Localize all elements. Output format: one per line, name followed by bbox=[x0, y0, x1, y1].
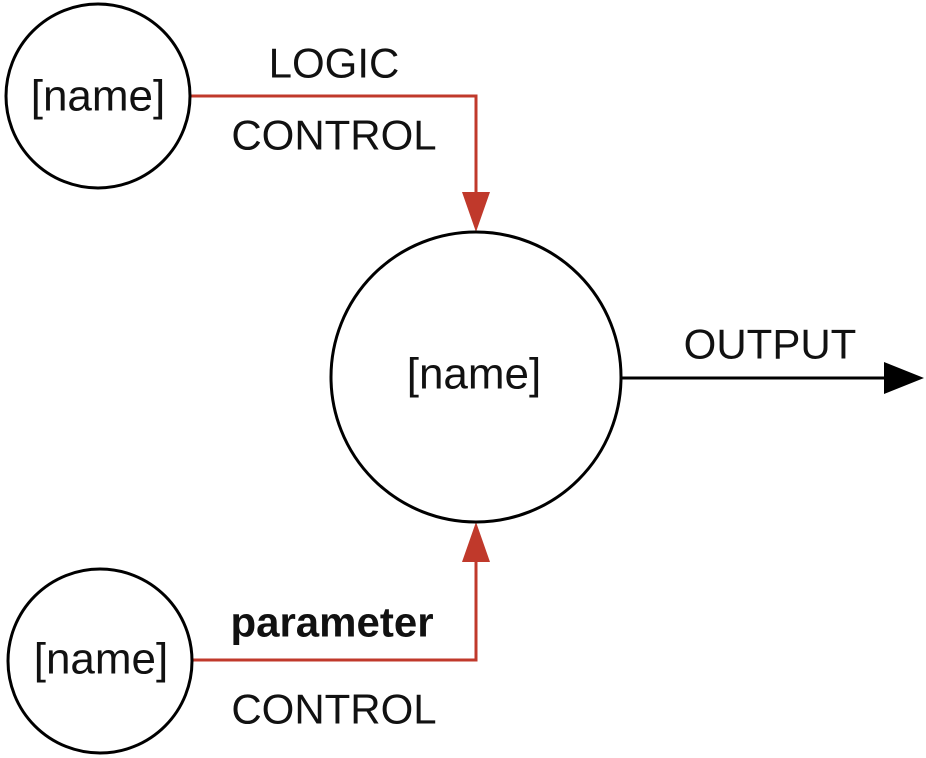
center-node-circle bbox=[329, 230, 623, 524]
parameter-control-label-line2: CONTROL bbox=[231, 686, 436, 733]
logic-control-line bbox=[190, 94, 478, 196]
parameter-control-label-line1: parameter bbox=[230, 599, 433, 646]
logic-control-edge bbox=[190, 94, 490, 232]
output-arrowhead bbox=[884, 362, 924, 394]
bottom-node-circle bbox=[6, 567, 194, 755]
logic-control-arrowhead bbox=[462, 192, 490, 232]
logic-control-label-line2: CONTROL bbox=[231, 112, 436, 159]
output-edge bbox=[622, 362, 924, 394]
parameter-control-arrowhead bbox=[462, 522, 490, 562]
parameter-control-line bbox=[192, 558, 478, 662]
parameter-control-edge bbox=[192, 522, 490, 662]
bottom-node-label: [name] bbox=[34, 635, 169, 684]
top-node-circle bbox=[4, 2, 192, 190]
bottom-node: [name] bbox=[6, 567, 194, 755]
output-label: OUTPUT bbox=[684, 321, 857, 368]
center-node: [name] bbox=[329, 230, 623, 524]
logic-control-label-line1: LOGIC bbox=[269, 40, 400, 87]
top-node-label: [name] bbox=[31, 72, 166, 121]
top-node: [name] bbox=[4, 2, 192, 190]
center-node-label: [name] bbox=[407, 350, 542, 399]
